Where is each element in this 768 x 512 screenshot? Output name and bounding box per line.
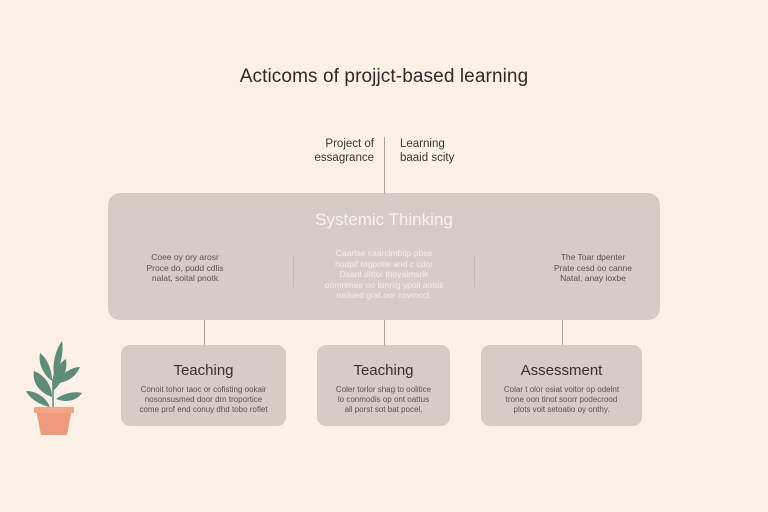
main-box-title: Systemic Thinking xyxy=(315,210,453,229)
sub-box-title: Teaching xyxy=(173,362,234,379)
sub-box-desc: Colar t olor osiat voitor op odelnt tron… xyxy=(503,385,620,414)
connector-right xyxy=(562,320,563,345)
sub-box-title: Assessment xyxy=(520,362,603,379)
main-box-right-text: The Toar dpenter Prate cesd oo canne Nat… xyxy=(554,252,632,283)
sub-box-teaching-2: Teaching Coler torlor shag to oolitice l… xyxy=(317,345,450,426)
diagram-title: Acticoms of projjct-based learning xyxy=(239,66,529,87)
sub-box-desc: Conoit tohor taoc or cofisting ookair no… xyxy=(139,385,268,414)
main-box-divider-right xyxy=(474,255,475,287)
top-connector xyxy=(384,137,385,193)
main-box-divider-left xyxy=(293,255,294,287)
sub-box-assessment: Assessment Colar t olor osiat voitor op … xyxy=(481,345,642,426)
main-box-center-text: Caartse caarclmbitp pbse hodplf togpotle… xyxy=(324,248,444,300)
main-box-left-text: Coee oy ory arosr Proce do, pudd cdlis n… xyxy=(146,252,224,283)
sub-box-teaching-1: Teaching Conoit tohor taoc or cofisting … xyxy=(121,345,286,426)
top-label-left: Project of essagrance xyxy=(314,138,374,164)
top-label-right: Learning baaid sсity xyxy=(400,138,455,164)
potted-plant-icon xyxy=(26,341,82,435)
connector-left xyxy=(204,320,205,345)
connector-center xyxy=(384,320,385,345)
sub-box-desc: Coler torlor shag to oolitice lo conmodi… xyxy=(335,385,432,414)
sub-box-title: Teaching xyxy=(353,362,414,379)
main-box-systemic-thinking: Systemic Thinking Coee oy ory arosr Proc… xyxy=(108,193,660,320)
